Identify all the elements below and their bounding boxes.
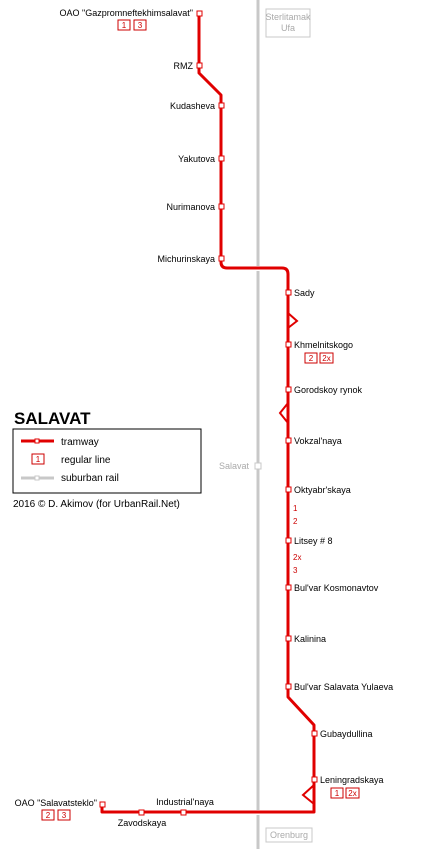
map-title: SALAVAT [14, 409, 91, 428]
rail-destination-box-south [265, 827, 313, 843]
station-label: Bul'var Kosmonavtov [294, 583, 379, 593]
line-label: 2 [293, 517, 298, 526]
station-yakutova: Yakutova [178, 154, 225, 164]
route-badge [304, 352, 318, 364]
station-label: Litsey # 8 [294, 536, 333, 546]
credit-text: 2016 © D. Akimov (for UrbanRail.Net) [13, 499, 180, 510]
station-label: OAO "Salavatsteklo" [15, 798, 97, 808]
legend-regular-line-label: regular line [61, 455, 111, 466]
route-badge [345, 787, 360, 799]
station-label: Vokzal'naya [294, 436, 342, 446]
line-label: 2x [293, 553, 301, 562]
station-gubaydullina: Gubaydullina [311, 729, 373, 739]
station-zavodskaya: Zavodskaya [118, 809, 167, 828]
route-badge [133, 19, 147, 31]
svg-text:3: 3 [62, 811, 67, 820]
rail-destination-orenburg: Orenburg [270, 830, 308, 840]
station-gazpromneftekhimsalavat: OAO "Gazpromneftekhimsalavat" 1 3 [60, 8, 203, 31]
station-oktyabrskaya: Oktyabr'skaya [285, 485, 351, 495]
svg-text:2: 2 [309, 354, 314, 363]
station-bulvar-kosmonavtov: Bul'var Kosmonavtov [285, 583, 379, 593]
station-label: Kudasheva [170, 101, 215, 111]
station-salavatsteklo: OAO "Salavatsteklo" 2 3 [15, 798, 106, 821]
station-label: Sady [294, 288, 315, 298]
station-sady: Sady [285, 288, 315, 298]
svg-text:1: 1 [122, 21, 127, 30]
legend-tramway-label: tramway [61, 437, 99, 448]
station-label: Khmelnitskogo [294, 340, 353, 350]
station-michurinskaya: Michurinskaya [157, 254, 225, 264]
station-label: OAO "Gazpromneftekhimsalavat" [60, 8, 193, 18]
station-label: Bul'var Salavata Yulaeva [294, 682, 393, 692]
station-label: Industrial'naya [156, 797, 214, 807]
station-label: Michurinskaya [157, 254, 215, 264]
legend-badge-swatch [31, 453, 45, 465]
station-litsey-8: Litsey # 8 [285, 536, 333, 546]
rail-destination-ufa: Ufa [281, 23, 295, 33]
station-khmelnitskogo: Khmelnitskogo 2 2x [285, 340, 353, 364]
turning-loop-gorodskoy-rynok [278, 402, 289, 424]
station-label: Leningradskaya [320, 775, 384, 785]
station-label: Yakutova [178, 154, 215, 164]
line-label: 1 [293, 504, 298, 513]
legend-rail-label: suburban rail [61, 473, 119, 484]
station-label: Nurimanova [166, 202, 215, 212]
svg-text:2x: 2x [348, 789, 356, 798]
station-rmz: RMZ [174, 61, 203, 71]
station-nurimanova: Nurimanova [166, 202, 225, 212]
rail-destination-box-north [265, 8, 311, 38]
station-bulvar-salavata-yulaeva: Bul'var Salavata Yulaeva [285, 682, 393, 692]
station-gorodskoy-rynok: Gorodskoy rynok [285, 385, 363, 395]
station-kalinina: Kalinina [285, 634, 326, 644]
svg-text:2: 2 [46, 811, 51, 820]
station-vokzalnaya: Vokzal'naya [285, 436, 342, 446]
svg-text:3: 3 [138, 21, 143, 30]
tram-line [100, 13, 316, 814]
station-label: Oktyabr'skaya [294, 485, 351, 495]
svg-text:1: 1 [36, 455, 41, 464]
station-label: Zavodskaya [118, 818, 167, 828]
turning-loop-leningradskaya [301, 784, 315, 805]
station-label: RMZ [174, 61, 194, 71]
route-badge [117, 19, 131, 31]
station-label: Gubaydullina [320, 729, 373, 739]
station-label: Kalinina [294, 634, 326, 644]
station-leningradskaya: Leningradskaya 1 2x [311, 775, 384, 799]
rail-station-salavat-marker [254, 462, 262, 470]
station-kudasheva: Kudasheva [170, 101, 225, 111]
svg-text:1: 1 [335, 789, 340, 798]
route-badge [330, 787, 344, 799]
turning-loop-sady [287, 312, 299, 329]
svg-text:2x: 2x [322, 354, 330, 363]
route-badge [319, 352, 334, 364]
rail-destination-sterlitamak: Sterlitamak [265, 12, 311, 22]
route-badge [41, 809, 55, 821]
line-label: 3 [293, 566, 298, 575]
rail-station-salavat: Salavat [219, 461, 250, 471]
station-industrialnaya: Industrial'naya [156, 797, 214, 816]
station-label: Gorodskoy rynok [294, 385, 363, 395]
route-badge [57, 809, 71, 821]
